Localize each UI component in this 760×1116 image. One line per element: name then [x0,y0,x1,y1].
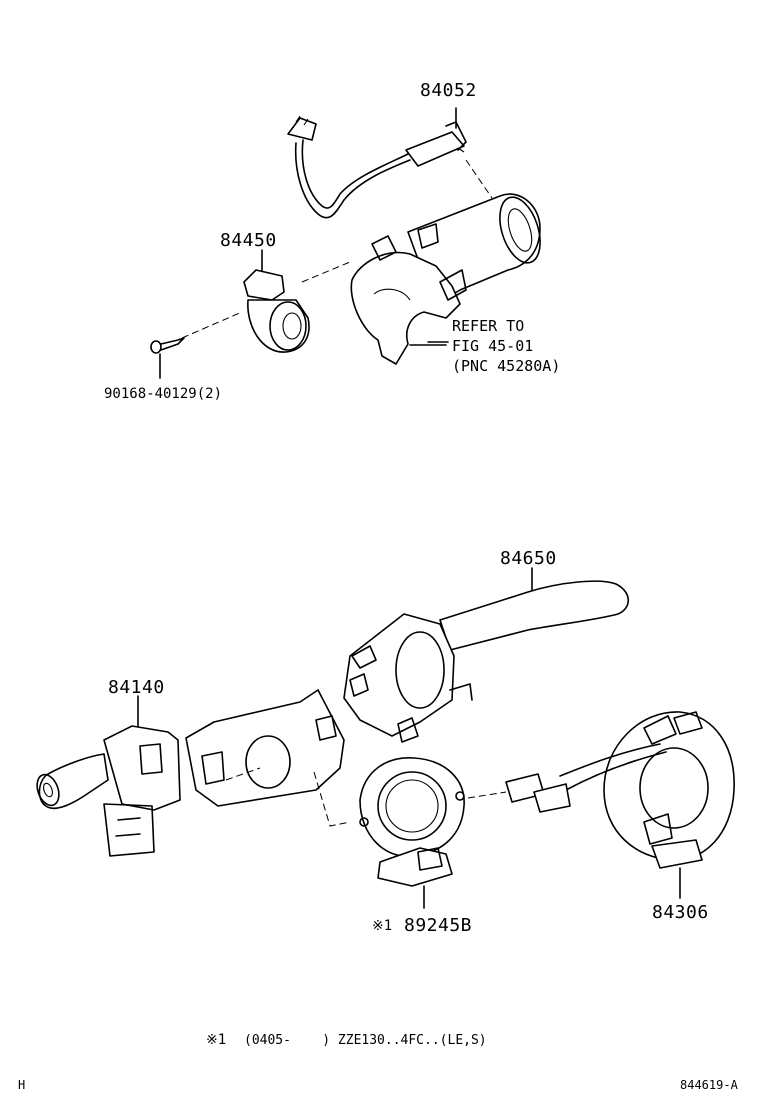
footer-left: H [18,1078,26,1092]
part-84306-spiral [505,711,735,899]
combination-switch-body [185,689,351,827]
label-89245b: 89245B [404,915,473,936]
label-84052: 84052 [420,80,477,101]
label-90168: 90168-40129(2) [104,386,223,402]
part-90168-screw [150,337,185,379]
label-84450: 84450 [220,230,277,251]
refer-line-1: REFER TO [452,317,525,335]
part-84650-lever [343,567,630,743]
label-84140: 84140 [108,677,165,698]
part-84140-switch [36,695,181,857]
lock-housing [350,193,541,365]
label-84650: 84650 [500,548,557,569]
footer-right: 844619-A [680,1078,738,1092]
refer-line-3: (PNC 45280A) [452,357,561,375]
footnote-mark: ※1 [206,1032,227,1048]
part-84052-harness [287,107,493,219]
part-84450-switch [181,249,351,353]
refer-line-2: FIG 45-01 [452,337,534,355]
part-89245b-spiral [359,757,507,909]
footnote-text: (0405- ) ZZE130..4FC..(LE,S) [244,1033,487,1048]
label-89245b-mark: ※1 [372,918,393,934]
label-84306: 84306 [652,902,709,923]
